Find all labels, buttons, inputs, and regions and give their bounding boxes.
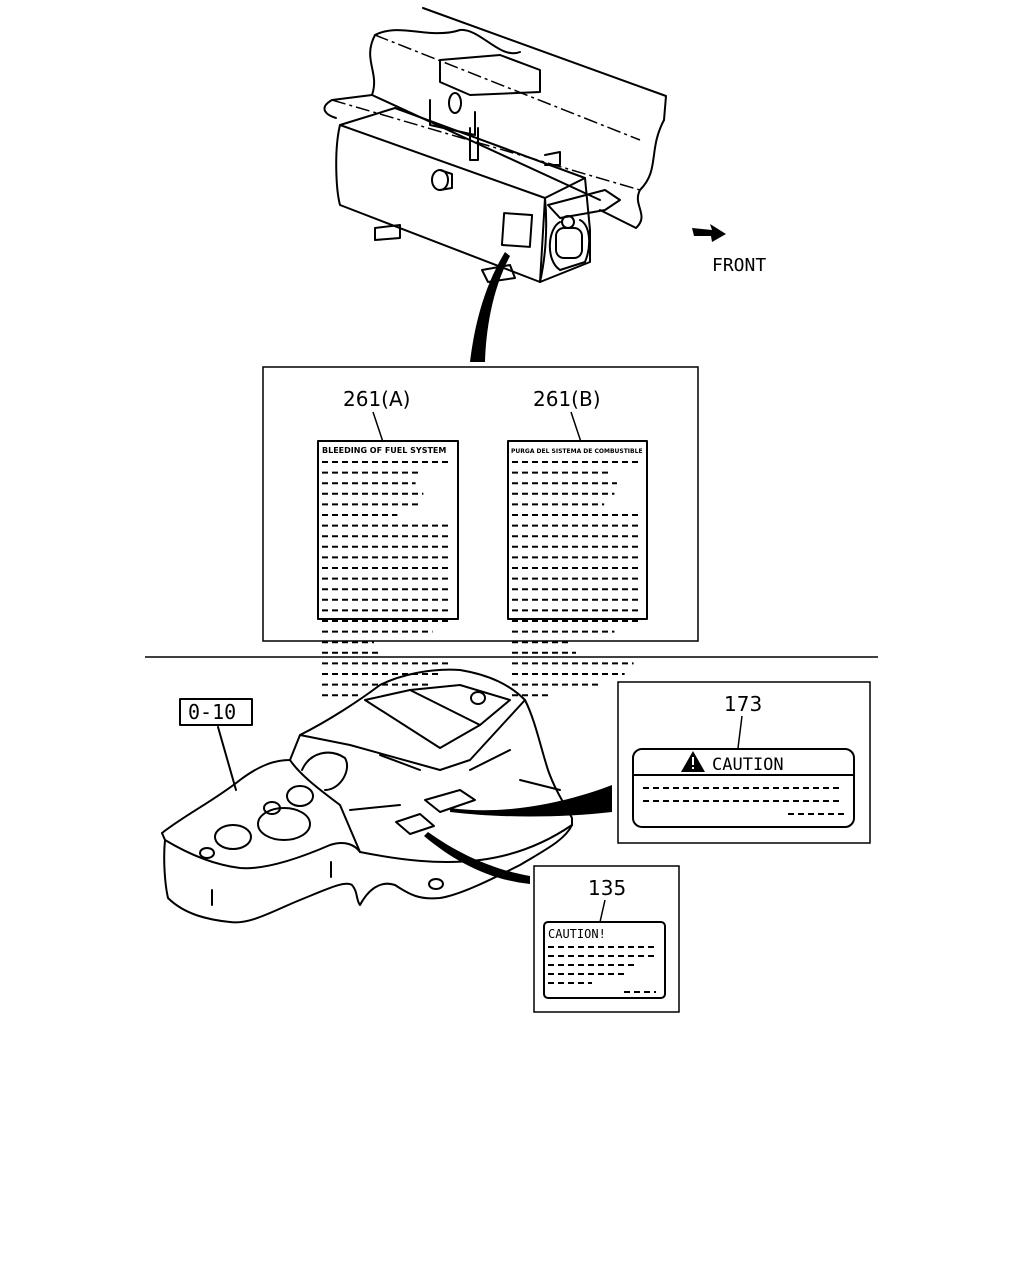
label-135-inset: 135 CAUTION! [533, 865, 680, 1013]
front-arrow-icon [692, 224, 726, 242]
reference-box-text: 0-10 [188, 700, 236, 724]
leader-wedge-173 [450, 785, 612, 817]
caution-135-text: CAUTION! [548, 927, 606, 941]
label-261b: PURGA DEL SISTEMA DE COMBUSTIBLE [507, 440, 648, 697]
warning-triangle-icon [681, 751, 705, 772]
callout-173: 173 [724, 692, 762, 716]
leader-wedge-135 [424, 832, 530, 884]
leader-wedge-top [470, 252, 510, 362]
label-inset-frame [262, 366, 699, 642]
caution-173-text: CAUTION [712, 755, 784, 775]
callout-261b: 261(B) [533, 387, 601, 411]
front-label: FRONT [712, 255, 766, 276]
reference-box-0-10: 0-10 [179, 698, 253, 791]
label-261a: BLEEDING OF FUEL SYSTEM [317, 440, 459, 697]
fuel-tank-illustration [323, 7, 667, 283]
label-261b-title: PURGA DEL SISTEMA DE COMBUSTIBLE [511, 448, 643, 455]
cab-cover-illustration [161, 668, 573, 924]
callout-261a: 261(A) [343, 387, 410, 411]
callout-135: 135 [588, 876, 626, 900]
label-173-inset: 173 CAUTION [617, 681, 871, 844]
label-261a-title: BLEEDING OF FUEL SYSTEM [322, 446, 446, 455]
